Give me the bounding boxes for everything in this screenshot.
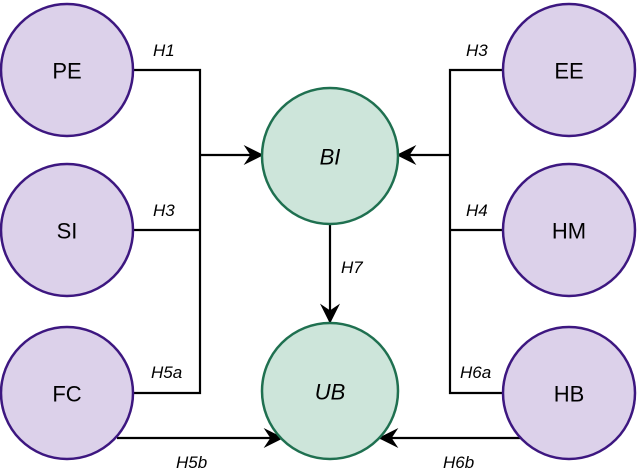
node-pe-label: PE xyxy=(52,59,81,84)
node-fc-label: FC xyxy=(52,382,81,407)
node-ee-label: EE xyxy=(554,59,583,84)
edge-fc-bi xyxy=(133,155,202,395)
node-ee: EE xyxy=(501,2,637,138)
node-hm-label: HM xyxy=(552,219,586,244)
edge-label-si-bi: H3 xyxy=(153,201,175,220)
node-ub-label: UB xyxy=(315,380,346,405)
edge-pe-bi xyxy=(133,68,202,155)
node-bi: BI xyxy=(260,86,400,226)
node-hb-label: HB xyxy=(554,382,585,407)
edge-label-hb-ub: H6b xyxy=(443,453,474,472)
node-si-label: SI xyxy=(57,219,78,244)
node-hb: HB xyxy=(501,325,637,461)
edge-label-fc-bi: H5a xyxy=(151,363,182,382)
edge-ee-bi xyxy=(448,68,506,155)
edge-label-hm-bi: H4 xyxy=(466,201,488,220)
edge-label-pe-bi: H1 xyxy=(153,41,175,60)
node-pe: PE xyxy=(0,2,135,138)
node-fc: FC xyxy=(0,325,135,461)
edge-label-ee-bi: H3 xyxy=(466,41,488,60)
node-hm: HM xyxy=(501,162,637,298)
edge-hb-bi xyxy=(448,155,506,395)
edge-label-hb-bi: H6a xyxy=(460,363,491,382)
edge-label-bi-ub: H7 xyxy=(341,258,363,277)
node-ub: UB xyxy=(260,321,400,461)
node-si: SI xyxy=(0,162,135,298)
edge-label-fc-ub: H5b xyxy=(176,453,207,472)
node-bi-label: BI xyxy=(320,145,341,170)
